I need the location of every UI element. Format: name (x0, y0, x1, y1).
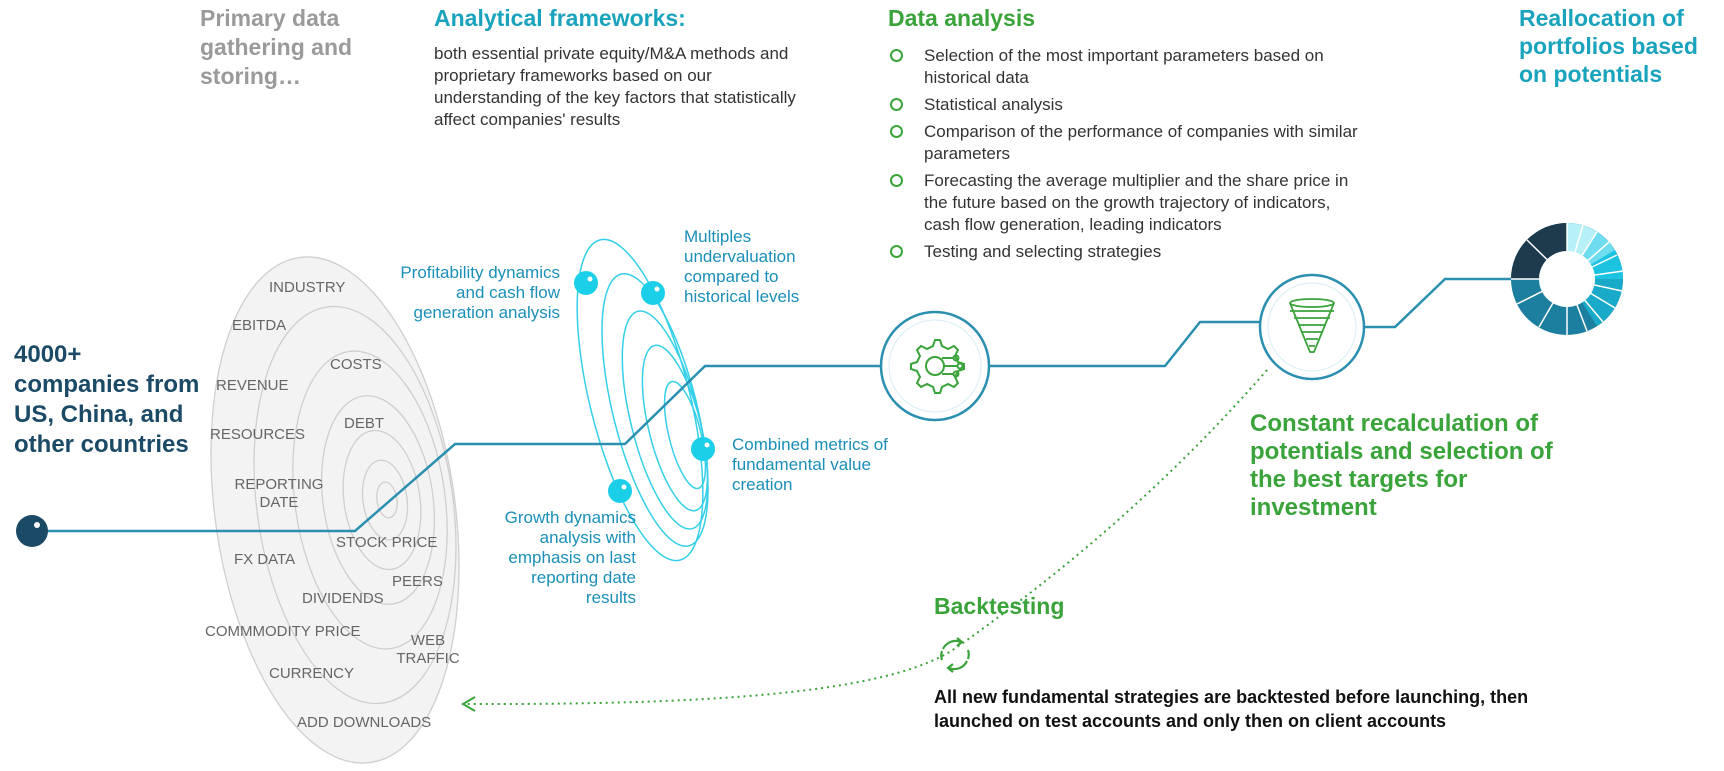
field-stock-price: STOCK PRICE (336, 534, 438, 551)
flow-line (36, 364, 885, 533)
field-dividends: DIVIDENDS (302, 590, 384, 607)
label-profitability: Profitability dynamics and cash flow gen… (400, 263, 560, 322)
primary-data-title: Primary data gathering and storing… (200, 5, 353, 89)
recalc-label: Constant recalculation of potentials and… (1250, 410, 1553, 521)
circle-bullet-icon (890, 125, 903, 138)
arrow-head-icon (461, 696, 476, 712)
framework-swirl (576, 238, 709, 562)
field-revenue: REVENUE (216, 377, 289, 394)
label-multiples: Multiples undervaluation compared to his… (684, 227, 800, 306)
companies-label: 4000+ companies from US, China, and othe… (14, 341, 200, 458)
realloc-title: Reallocation of portfolios based on pote… (1519, 5, 1698, 87)
flow-line-3 (1362, 277, 1518, 329)
field-reporting-date: REPORTING DATE (234, 476, 324, 511)
list-item: Selection of the most important paramete… (888, 45, 1358, 89)
field-peers: PEERS (392, 573, 443, 590)
analysis-steps-list: Selection of the most important paramete… (888, 45, 1358, 268)
refresh-cycle-icon (940, 637, 970, 673)
field-currency: CURRENCY (269, 665, 355, 682)
field-costs: COSTS (330, 356, 382, 373)
circle-bullet-icon (890, 245, 903, 258)
data-funnel-rings (210, 256, 460, 764)
backtest-dotted-path (464, 369, 1268, 706)
field-ebitda: EBITDA (232, 317, 287, 334)
list-item: Forecasting the average multiplier and t… (888, 170, 1358, 236)
backtesting-title: Backtesting (934, 593, 1065, 619)
field-fx-data: FX DATA (234, 551, 296, 568)
field-resources: RESOURCES (210, 426, 306, 443)
framework-dots (574, 271, 715, 503)
field-commodity-price: COMMMODITY PRICE (205, 623, 361, 640)
start-node (16, 515, 48, 547)
list-item: Comparison of the performance of compani… (888, 121, 1358, 165)
funnel-icon (1289, 298, 1335, 353)
frameworks-body: both essential private equity/M&A method… (434, 44, 796, 129)
frameworks-title: Analytical frameworks: (434, 5, 686, 31)
gear-circuit-icon (910, 339, 965, 394)
label-growth: Growth dynamics analysis with emphasis o… (504, 508, 636, 607)
list-item: Testing and selecting strategies (888, 241, 1358, 263)
funnel-node (1258, 273, 1366, 381)
analysis-title: Data analysis (888, 5, 1036, 31)
donut-portfolio-icon (1511, 223, 1624, 335)
flow-line-2 (985, 320, 1262, 368)
circle-bullet-icon (890, 98, 903, 111)
field-industry: INDUSTRY (269, 279, 346, 296)
gear-node (879, 310, 991, 422)
circle-bullet-icon (890, 174, 903, 187)
circle-bullet-icon (890, 49, 903, 62)
backtesting-body: All new fundamental strategies are backt… (934, 687, 1529, 731)
field-debt: DEBT (344, 415, 385, 432)
field-web-traffic: WEB TRAFFIC (396, 632, 460, 667)
field-add-downloads: ADD DOWNLOADS (297, 714, 432, 731)
list-item: Statistical analysis (888, 94, 1358, 116)
label-combined: Combined metrics of fundamental value cr… (732, 435, 888, 494)
